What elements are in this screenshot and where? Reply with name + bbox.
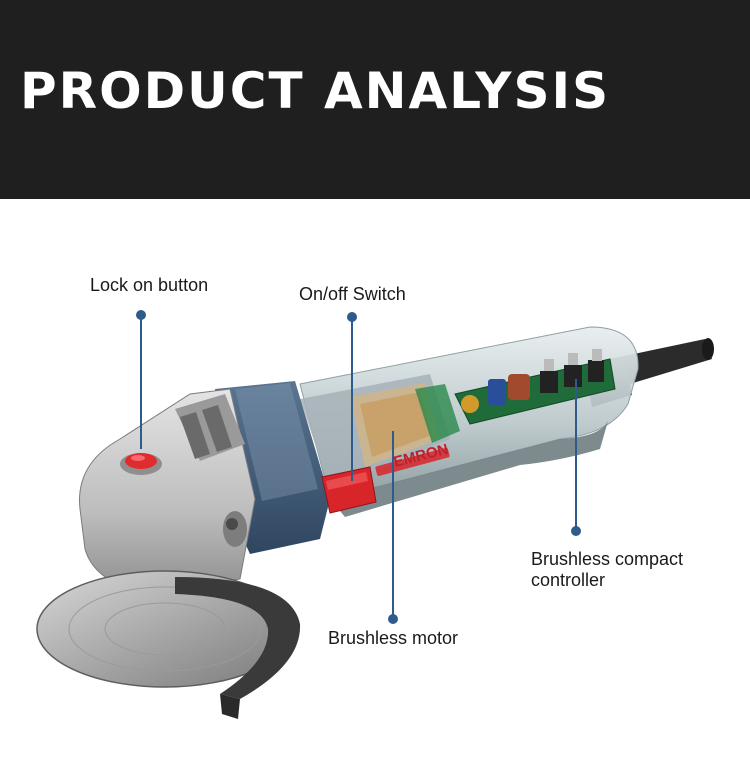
onoff-switch-dot [347,312,357,322]
product-analysis-stage: EMRON Lock on button On/off Switch Brush… [0,199,750,763]
lock-button-dot [136,310,146,320]
page-title: PRODUCT ANALYSIS [20,62,611,120]
onoff-switch-label: On/off Switch [299,284,406,304]
lock-button-label: Lock on button [90,275,209,295]
header-banner: PRODUCT ANALYSIS [0,0,750,199]
motor-dot [388,614,398,624]
controller-label-line2: controller [531,570,606,590]
callout-leaders [136,310,581,624]
controller-dot [571,526,581,536]
motor-label: Brushless motor [328,628,459,648]
motor-assembly [300,374,460,489]
controller-label-line1: Brushless compact [531,549,684,569]
disc-guard [175,577,301,719]
blue-motor-collar [215,381,450,554]
lock-button-body [120,453,162,475]
onoff-switch-body [321,466,377,514]
controller-board [454,349,616,425]
angle-grinder-illustration: EMRON [36,326,714,719]
gear-head [79,388,256,595]
